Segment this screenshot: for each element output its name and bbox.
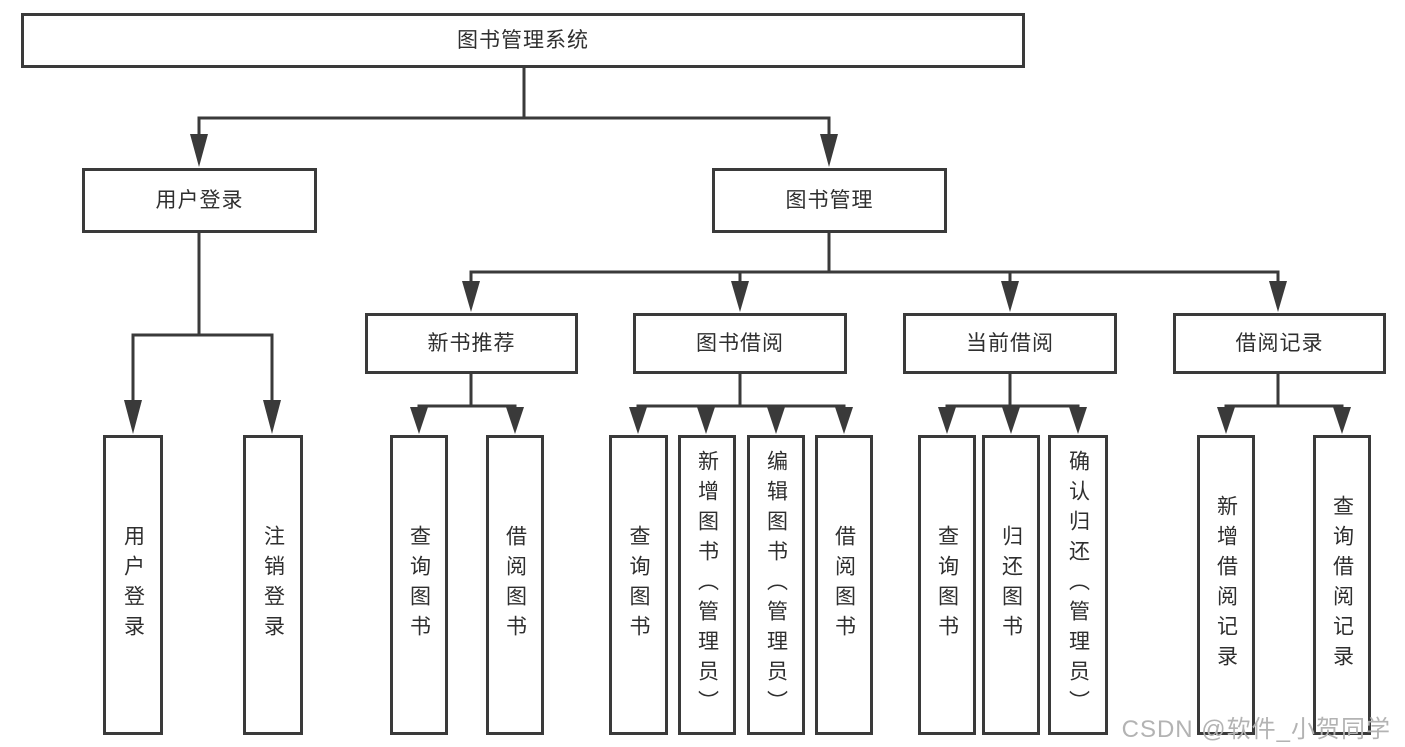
arrowhead xyxy=(629,407,647,434)
connector-book-borrow xyxy=(636,374,846,414)
connector-book-management xyxy=(469,233,1280,288)
node-user-login: 用户登录 xyxy=(82,168,317,233)
arrowhead xyxy=(410,407,428,434)
arrowhead xyxy=(506,407,524,434)
arrowhead xyxy=(263,400,281,434)
node-current-borrow: 当前借阅 xyxy=(903,313,1117,374)
leaf-query-books-recommend: 查询图书 xyxy=(390,435,448,735)
arrowhead xyxy=(1001,281,1019,312)
leaf-borrow-books-recommend: 借阅图书 xyxy=(486,435,544,735)
node-book-borrow: 图书借阅 xyxy=(633,313,847,374)
leaf-return-books: 归还图书 xyxy=(982,435,1040,735)
node-borrow-record: 借阅记录 xyxy=(1173,313,1386,374)
leaf-edit-books-admin: 编辑图书（管理员） xyxy=(747,435,805,735)
arrowhead xyxy=(124,400,142,434)
leaf-logout: 注销登录 xyxy=(243,435,303,735)
arrowhead xyxy=(820,134,838,167)
leaf-query-books-borrow: 查询图书 xyxy=(609,435,668,735)
arrowhead xyxy=(835,407,853,434)
node-root: 图书管理系统 xyxy=(21,13,1025,68)
connector-root xyxy=(197,68,831,140)
leaf-confirm-return-admin: 确认归还（管理员） xyxy=(1048,435,1108,735)
arrowhead xyxy=(1333,407,1351,434)
connector-borrow-record xyxy=(1224,374,1344,414)
node-book-management: 图书管理 xyxy=(712,168,947,233)
leaf-add-books-admin: 新增图书（管理员） xyxy=(678,435,736,735)
arrowhead xyxy=(767,407,785,434)
node-new-book-recommend: 新书推荐 xyxy=(365,313,578,374)
arrowhead xyxy=(1269,281,1287,312)
leaf-query-borrow-record: 查询借阅记录 xyxy=(1313,435,1371,735)
arrowhead xyxy=(697,407,715,434)
connector-user-login xyxy=(131,233,274,408)
arrowhead xyxy=(1217,407,1235,434)
leaf-add-borrow-record: 新增借阅记录 xyxy=(1197,435,1255,735)
arrowhead xyxy=(462,281,480,312)
leaf-query-books-current: 查询图书 xyxy=(918,435,976,735)
leaf-borrow-books: 借阅图书 xyxy=(815,435,873,735)
connector-new-book-recommend xyxy=(417,374,517,414)
arrowhead xyxy=(938,407,956,434)
arrowhead xyxy=(190,134,208,167)
arrowhead xyxy=(731,281,749,312)
arrowhead xyxy=(1002,407,1020,434)
watermark-text: CSDN @软件_小贺同学 xyxy=(1121,716,1391,743)
arrowhead xyxy=(1069,407,1087,434)
leaf-user-login: 用户登录 xyxy=(103,435,163,735)
